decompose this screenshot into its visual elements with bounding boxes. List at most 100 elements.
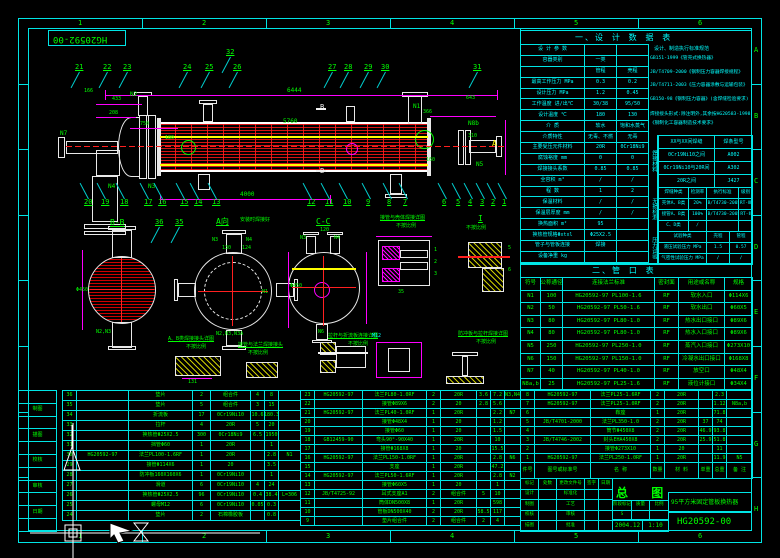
table-cell: N5 — [521, 340, 541, 354]
drawing-label: 不按比例 — [396, 223, 417, 229]
table-cell: JB/T4725-92 — [315, 490, 363, 499]
balloon-callout: 25 — [205, 63, 214, 71]
table-cell — [279, 391, 301, 401]
design-table-title: 一、设 计 数 据 表 — [575, 33, 673, 42]
zone-tick — [514, 531, 515, 542]
table-cell: 20R — [665, 400, 699, 409]
table-cell: 100 — [541, 290, 563, 304]
crosshair-cursor[interactable] — [28, 415, 268, 558]
table-cell: 壳程 — [707, 232, 730, 243]
table-cell: 管子与管板连接 — [521, 241, 585, 252]
table-cell: 15.5 — [491, 445, 505, 454]
table-cell: 20 — [665, 445, 699, 454]
table-cell: 80 — [541, 315, 563, 329]
table-cell — [477, 481, 491, 490]
zone-tick — [266, 531, 267, 542]
balloon-callout: 22 — [103, 63, 112, 71]
table-cell — [315, 427, 363, 436]
table-cell: 数量 — [651, 463, 665, 479]
table-cell — [505, 517, 521, 526]
table-cell — [77, 461, 129, 471]
table-cell: / — [617, 175, 649, 187]
zone-number-top: 4 — [450, 18, 455, 27]
drawing-label: 不按比例 — [348, 341, 369, 347]
table-row: 保温材料// — [521, 197, 649, 209]
table-cell: 0Cr19Ni10 — [211, 491, 251, 501]
drawing-label: A向 — [216, 217, 229, 226]
table-cell: 2.8 — [491, 454, 505, 463]
table-cell: N6 — [521, 353, 541, 367]
zone-letter-right: G — [754, 439, 759, 448]
table-cell: 组合件 — [211, 391, 251, 401]
table-cell: 0Cr19Ni10 — [211, 501, 251, 511]
table-cell: 0.85 — [585, 164, 617, 176]
drawing-label: B-B — [110, 218, 125, 227]
table-cell: 封头EHA450X8 — [591, 436, 651, 445]
table-cell: 130 — [617, 110, 649, 122]
table-cell: 0.3 — [265, 501, 279, 511]
balloon-callout: 21 — [75, 63, 84, 71]
balloon-callout: 8 — [387, 198, 392, 206]
table-cell: 符号 — [521, 278, 541, 291]
drawing-shape — [376, 342, 422, 378]
table-cell: 14 — [301, 472, 315, 481]
standard-line: GB150-98《钢制压力容器》(含焊缝检验要求) — [650, 96, 749, 102]
table-cell: RF — [655, 340, 679, 354]
table-cell — [279, 441, 301, 451]
table-cell: N7 — [505, 409, 521, 418]
table-cell — [477, 409, 491, 418]
drawing-line — [232, 256, 233, 326]
drawing-label: 拉杆与折流板连接详图 — [328, 333, 379, 339]
table-cell: 20R — [665, 418, 699, 427]
drawing-shape — [346, 106, 355, 122]
signature-strip: 制图描图校核审核日期 — [18, 390, 57, 532]
balloon-callout: 10 — [343, 198, 352, 206]
drawing-label: 750 — [140, 121, 150, 127]
table-cell — [539, 489, 557, 501]
drawing-label: 5760 — [283, 118, 298, 125]
table-cell — [251, 451, 265, 461]
table-cell: 描图 — [521, 521, 539, 532]
table-cell: 2 — [651, 436, 665, 445]
table-cell: 20 — [211, 461, 251, 471]
table-cell — [77, 441, 129, 451]
nozzle-table-title: 二、管 口 表 — [592, 266, 656, 275]
table-cell: HG20592-97 — [535, 391, 591, 400]
drawing-number: HG20592-00 — [677, 517, 732, 527]
table-cell: 腐蚀裕度 mm — [521, 153, 585, 165]
table-cell — [727, 391, 753, 400]
table-cell: 换热管Φ25X2.5 — [129, 431, 193, 441]
table-cell: 35 — [63, 401, 77, 411]
drawing-shape — [96, 150, 120, 176]
drawing-label: 643 — [466, 95, 476, 101]
table-cell: S — [613, 511, 632, 521]
table-cell: 1 — [651, 445, 665, 454]
drawing-label: N2,N3 — [96, 329, 112, 335]
table-cell — [539, 510, 557, 522]
table-cell: 6 — [193, 501, 211, 511]
table-cell: 2 — [651, 400, 665, 409]
codes-head: 设计、制造执行标准规范 — [654, 46, 710, 52]
drawing-shape — [320, 342, 336, 355]
drawing-shape — [88, 256, 156, 324]
table-cell: 处数 — [539, 479, 557, 490]
table-cell: 滑道 — [129, 481, 193, 491]
table-cell: 1 — [193, 451, 211, 461]
table-cell — [251, 471, 265, 481]
drawing-label: 5 — [508, 245, 512, 251]
table-cell: XX与XX间焊缝 — [659, 136, 715, 149]
table-cell: 制图 — [19, 403, 57, 417]
table-cell: 法兰PL40-1.0RF — [363, 409, 427, 418]
table-cell: 28 — [63, 471, 77, 481]
zone-letter-right: C — [754, 177, 759, 186]
table-cell: 0Cr19Ni10 — [211, 481, 251, 491]
